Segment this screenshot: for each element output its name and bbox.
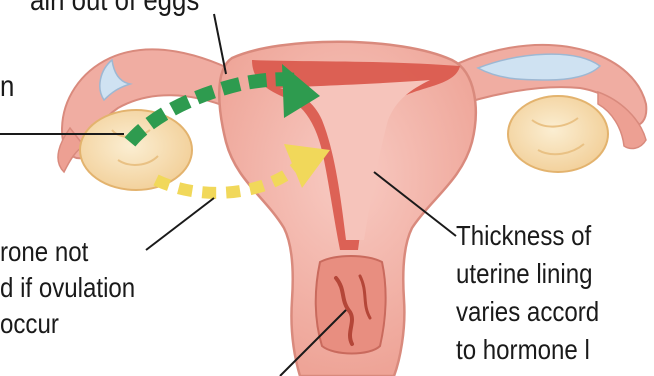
label-progesterone-line3: occur: [0, 310, 59, 338]
label-progesterone-line1: rone not: [0, 238, 88, 266]
left-ovary: [80, 110, 192, 190]
label-thickness-line1: Thickness of: [456, 222, 591, 250]
right-ovary: [508, 96, 608, 172]
label-thickness-line3: varies accord: [456, 298, 599, 326]
label-left-partial: n: [0, 72, 14, 102]
label-progesterone-line2: d if ovulation: [0, 274, 135, 302]
label-thickness-line2: uterine lining: [456, 260, 593, 288]
label-thickness-line4: to hormone l: [456, 336, 590, 364]
label-top-partial: ain out of eggs: [30, 0, 199, 16]
leader-progesterone: [146, 198, 214, 250]
